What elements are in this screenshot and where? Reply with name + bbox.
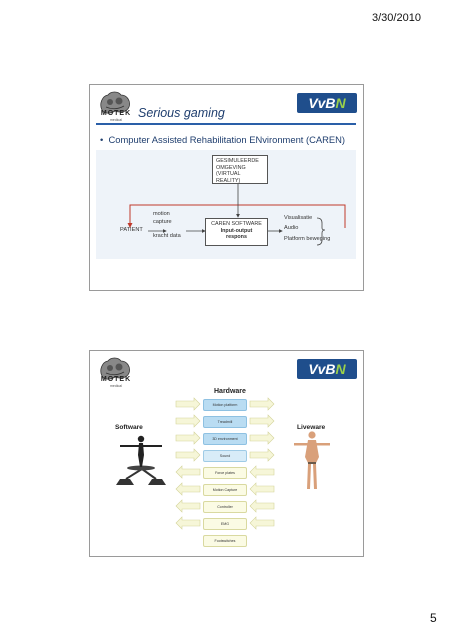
motek-emblem-icon [100, 357, 130, 380]
slide-serious-gaming: MOTEK medical VvBN Serious gaming • Comp… [89, 84, 364, 291]
hw-item-controller: Controller [203, 501, 247, 513]
input-force-label: kracht data [153, 233, 181, 239]
vvbn-logo-part2: N [335, 95, 346, 111]
software-title: Software [115, 424, 143, 431]
feedback-loop-arrow [127, 204, 346, 228]
vvbn-logo-part1: VvB [308, 361, 336, 377]
software-line-3: respons [226, 234, 247, 241]
hw-item-emg: EMG [203, 518, 247, 530]
arrow-right-8 [249, 516, 275, 530]
input-motion-label: motion [153, 211, 170, 217]
hw-item-sound: Sound [203, 450, 247, 462]
hw-item-3d-environment: 3D environment [203, 433, 247, 445]
hw-item-treadmill: Treadmill [203, 416, 247, 428]
motek-logo-sub: medical [109, 118, 123, 122]
hardware-title: Hardware [214, 388, 246, 395]
vr-line-3: (VIRTUAL REALITY) [216, 171, 241, 184]
arrow-left-6 [175, 482, 201, 496]
caren-bullet: • Computer Assisted Rehabilitation ENvir… [100, 134, 346, 145]
arrow-right-1 [249, 397, 275, 411]
motek-emblem-icon [100, 91, 130, 114]
software-line-2: Input-output [220, 227, 253, 234]
output-brace [316, 217, 326, 246]
vvbn-logo: VvBN [297, 93, 357, 113]
motek-logo-text: MOTEK [100, 110, 132, 117]
arrow-left-8 [175, 516, 201, 530]
arrow-right-5 [249, 465, 275, 479]
arrow-right-2 [249, 414, 275, 428]
software-line-1: CAREN SOFTWARE [211, 221, 262, 227]
slide-hardware-software-liveware: MOTEK medical VvBN Hardware Software Liv… [89, 350, 364, 557]
arrow-right-4 [249, 448, 275, 462]
page-number: 5 [430, 611, 437, 625]
avatar-platform-icon [116, 435, 166, 485]
motek-logo [96, 356, 134, 388]
output-platform-label: Platform beweging [284, 236, 331, 242]
hw-item-motion-capture: Motion Capture [203, 484, 247, 496]
caren-software-box: CAREN SOFTWARE Input-output respons [205, 218, 268, 246]
vr-line-1: GESIMULEERDE [216, 158, 259, 164]
hw-item-force-plates: Force plates [203, 467, 247, 479]
arrow-left-5 [175, 465, 201, 479]
input-capture-label: capture [153, 219, 172, 225]
virtual-reality-box: GESIMULEERDE OMGEVING (VIRTUAL REALITY) [212, 155, 268, 184]
arrow-left-4 [175, 448, 201, 462]
title-divider [96, 123, 356, 125]
vvbn-logo: VvBN [297, 359, 357, 379]
arrow-right-7 [249, 499, 275, 513]
document-date: 3/30/2010 [372, 12, 421, 24]
arrow-left-7 [175, 499, 201, 513]
caren-bullet-text: Computer Assisted Rehabilitation ENviron… [108, 134, 346, 145]
arrow-left-3 [175, 431, 201, 445]
motek-logo-text: MOTEK [100, 376, 132, 383]
hw-item-footswitches: Footswitches [203, 535, 247, 547]
liveware-title: Liveware [297, 424, 326, 431]
output-audio-label: Audio [284, 225, 299, 231]
arrow-left-2 [175, 414, 201, 428]
caren-diagram-arrows [127, 184, 346, 246]
arrow-right-3 [249, 431, 275, 445]
arrow-right-6 [249, 482, 275, 496]
hw-item-motion-platform: Motion platform [203, 399, 247, 411]
output-visual-label: Visualisatie [284, 215, 313, 221]
human-figure-icon [294, 431, 330, 489]
vr-line-2: OMGEVING [216, 164, 246, 171]
arrow-left-1 [175, 397, 201, 411]
vvbn-logo-part1: VvB [308, 95, 336, 111]
slide-title: Serious gaming [138, 106, 225, 120]
motek-logo-sub: medical [109, 384, 123, 388]
hw-arrows [116, 397, 330, 530]
vvbn-logo-part2: N [335, 361, 346, 377]
patient-label: PATIENT [120, 227, 143, 233]
motek-logo [96, 90, 134, 122]
